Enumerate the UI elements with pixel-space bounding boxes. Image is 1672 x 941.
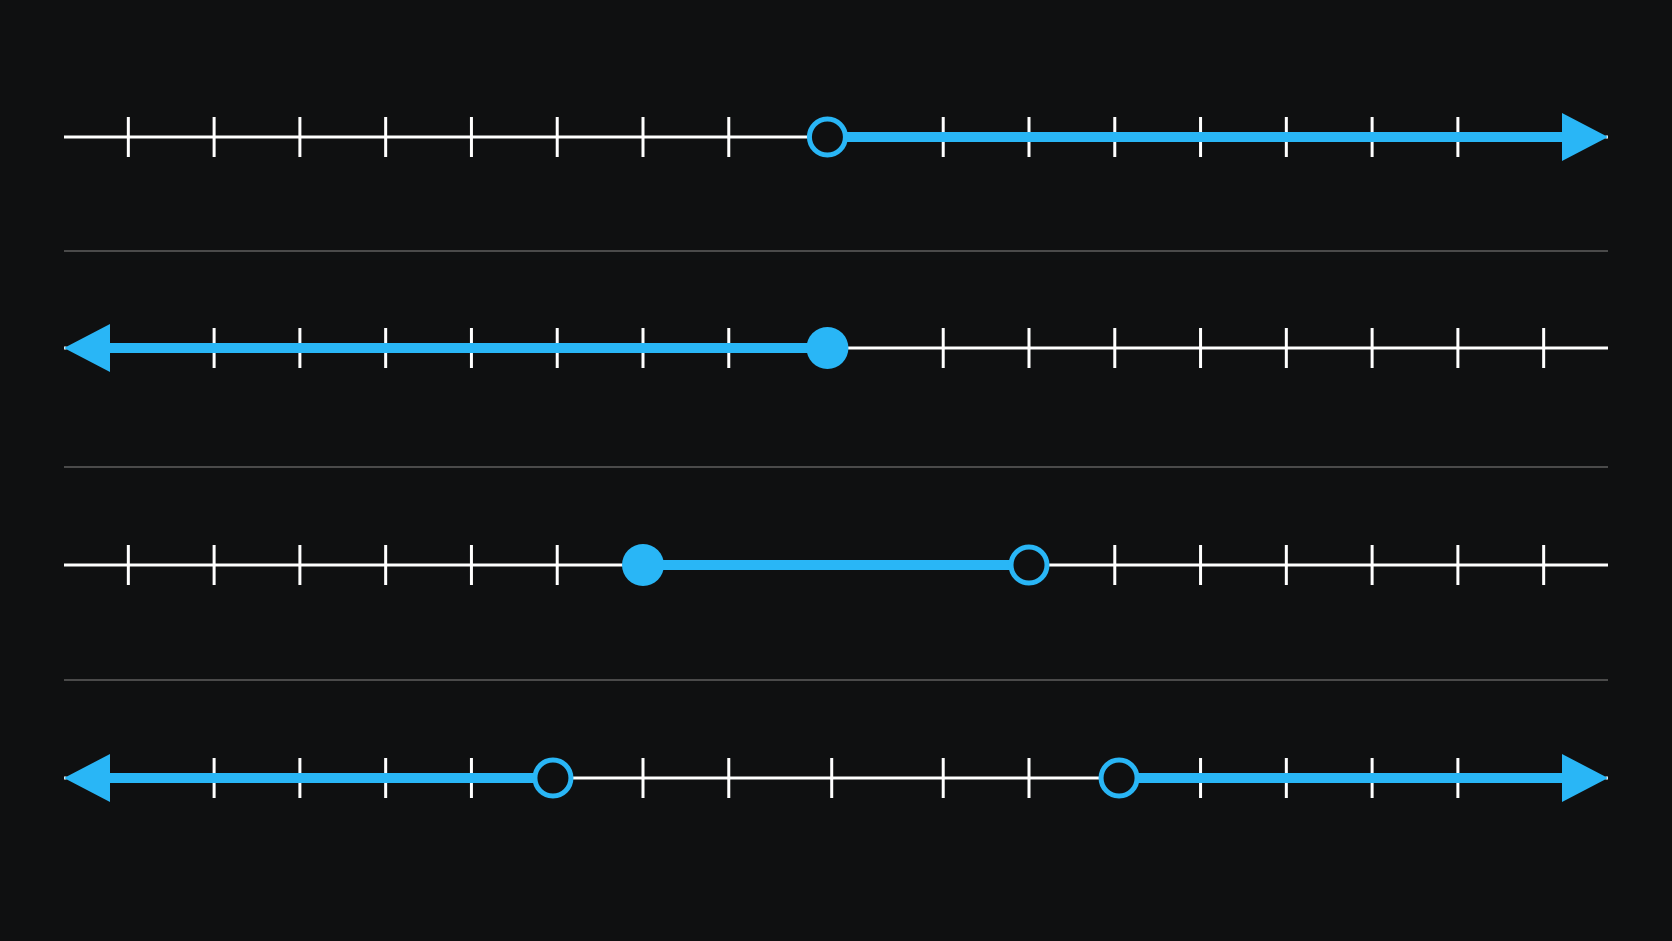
closed-endpoint — [806, 327, 849, 369]
number-line-3 — [64, 544, 1608, 586]
closed-endpoint — [622, 544, 664, 586]
right-arrowhead — [1562, 754, 1608, 802]
open-endpoint — [806, 116, 848, 158]
open-endpoint — [1098, 757, 1140, 799]
number-line-4 — [64, 754, 1608, 802]
number-line-1 — [64, 113, 1608, 161]
open-endpoint — [532, 757, 574, 799]
right-arrowhead — [1562, 113, 1608, 161]
open-endpoint — [1008, 544, 1050, 586]
number-line-2 — [64, 324, 1608, 372]
left-arrowhead — [64, 754, 110, 802]
left-arrowhead — [64, 324, 110, 372]
